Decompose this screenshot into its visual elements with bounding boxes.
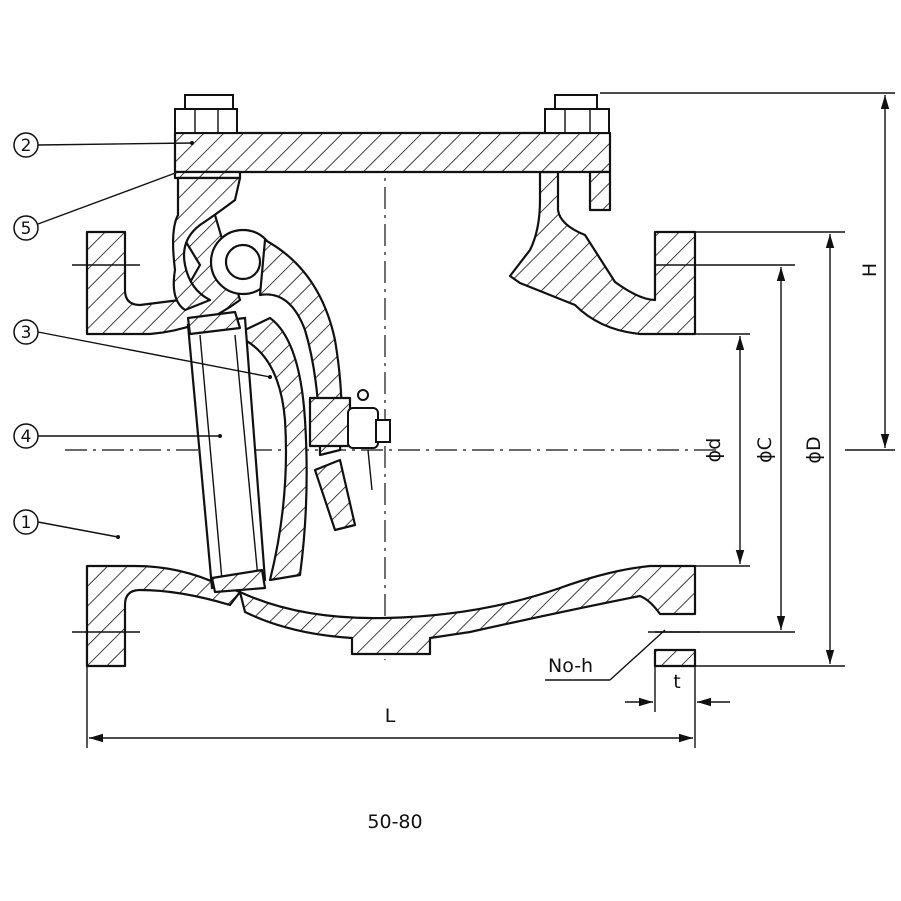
hinge-pin: [224, 243, 262, 281]
callout-4: 4: [13, 423, 222, 449]
body-bottom-wall: [238, 564, 697, 656]
svg-text:3: 3: [21, 323, 32, 343]
dim-label-C: ϕC: [754, 437, 776, 463]
dim-label-d: ϕd: [703, 438, 725, 463]
callout-2: 2: [13, 132, 194, 158]
dim-label-no-h: No-h: [548, 655, 593, 677]
svg-text:2: 2: [21, 136, 32, 156]
swing-disc-face: [186, 316, 267, 590]
svg-text:5: 5: [21, 219, 32, 239]
swing-disc-back: [243, 316, 308, 582]
svg-text:1: 1: [21, 513, 32, 533]
callout-1: 1: [13, 509, 120, 539]
nut-left: [174, 108, 238, 134]
svg-text:4: 4: [21, 427, 32, 447]
body-left-neck: [171, 176, 242, 312]
disc-nut: [347, 407, 379, 449]
split-pin-top: [357, 389, 369, 401]
dim-label-H: H: [859, 263, 881, 277]
callout-3: 3: [13, 319, 272, 379]
body-left-flange-lower: [85, 564, 242, 668]
bolt-right-top: [554, 94, 598, 110]
dim-label-L: L: [385, 705, 396, 727]
disc-stud: [308, 396, 352, 448]
drawing-caption: 50-80: [367, 811, 422, 833]
body-right-flange-lower: [653, 648, 697, 668]
disc-seat-ring-top: [186, 310, 242, 336]
dim-label-D: ϕD: [803, 436, 825, 463]
disc-seat-ring-bottom: [210, 568, 267, 594]
hinge-arm-lower: [313, 458, 357, 532]
bonnet-cover: [173, 131, 612, 174]
nut-right: [544, 108, 610, 134]
callout-5: 5: [13, 171, 179, 241]
right-gasket-block: [588, 170, 612, 212]
dim-label-t: t: [673, 671, 680, 693]
disc-nut-cap: [375, 419, 391, 443]
bolt-left-top: [184, 94, 234, 110]
